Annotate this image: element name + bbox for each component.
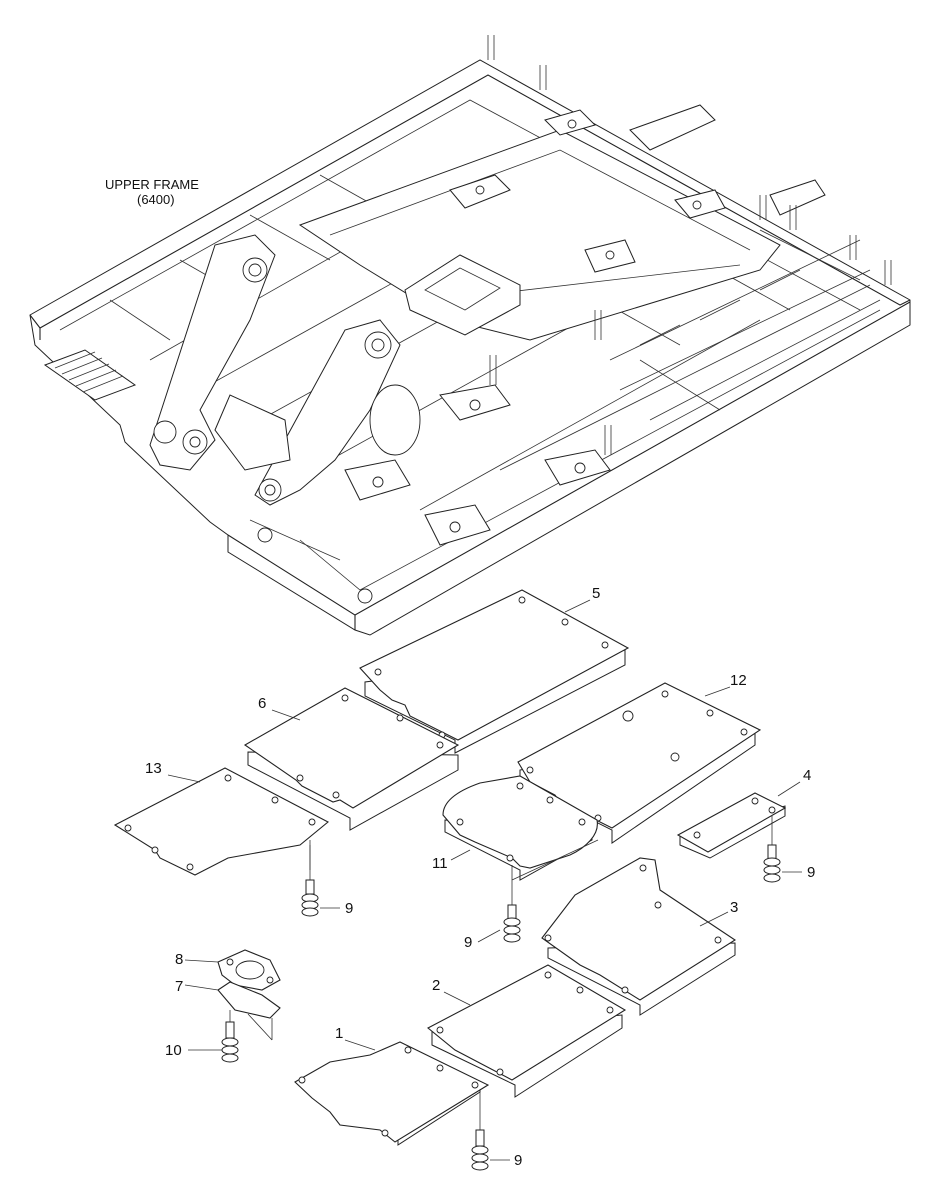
callout-1: 1 bbox=[335, 1025, 343, 1042]
part-2-cover-plate bbox=[427, 964, 627, 1098]
part-9-bolt-a bbox=[301, 845, 319, 917]
callout-8: 8 bbox=[175, 951, 183, 968]
assembly-title: UPPER FRAME bbox=[105, 177, 199, 192]
callout-6: 6 bbox=[258, 695, 266, 712]
callout-13: 13 bbox=[145, 760, 162, 777]
callout-9-a: 9 bbox=[345, 900, 353, 917]
part-8-gasket bbox=[217, 949, 281, 991]
part-9-bolt-c bbox=[763, 815, 781, 883]
part-7-flange bbox=[217, 981, 281, 1041]
callout-4: 4 bbox=[803, 767, 811, 784]
part-9-bolt-b bbox=[503, 839, 599, 943]
callout-7: 7 bbox=[175, 978, 183, 995]
callout-12: 12 bbox=[730, 672, 747, 689]
leader-lines bbox=[167, 599, 802, 1161]
callout-9-c: 9 bbox=[807, 864, 815, 881]
callout-5: 5 bbox=[592, 585, 600, 602]
part-4-small-plate bbox=[676, 792, 787, 859]
part-13-cover-plate bbox=[113, 767, 329, 876]
callout-10: 10 bbox=[165, 1042, 182, 1059]
part-11-cover-plate bbox=[442, 775, 598, 881]
part-9-bolt-d bbox=[471, 1092, 489, 1171]
callout-3: 3 bbox=[730, 899, 738, 916]
part-10-bolt bbox=[221, 1010, 239, 1063]
callout-9-b: 9 bbox=[464, 934, 472, 951]
callout-9-d: 9 bbox=[514, 1152, 522, 1169]
upper-frame bbox=[29, 35, 911, 636]
callout-11: 11 bbox=[432, 855, 448, 872]
part-1-cover-plate bbox=[294, 1041, 490, 1146]
part-6-cover-plate bbox=[243, 687, 460, 831]
part-3-cover-plate bbox=[541, 857, 737, 1016]
assembly-number: (6400) bbox=[137, 192, 175, 207]
callout-2: 2 bbox=[432, 977, 440, 994]
part-5-cover-plate bbox=[359, 589, 630, 754]
